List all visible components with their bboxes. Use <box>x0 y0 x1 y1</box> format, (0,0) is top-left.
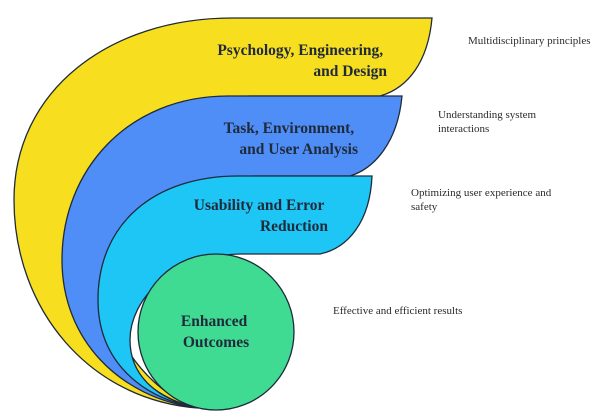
layer-1-label: Psychology, Engineering, and Design <box>217 42 387 80</box>
layer-4-description: Effective and efficient results <box>333 305 462 317</box>
layer-3-shape <box>97 175 373 409</box>
layer-1-description: Multidisciplinary principles <box>468 35 591 47</box>
layer-2-description: Understanding system interactions <box>438 109 539 135</box>
layer-4-circle <box>137 253 295 411</box>
layer-4-label: Enhanced Outcomes <box>181 313 251 351</box>
layer-3-label: Usability and Error Reduction <box>194 197 329 235</box>
layer-3-description: Optimizing user experience and safety <box>411 187 554 213</box>
layer-2-label: Task, Environment, and User Analysis <box>224 120 358 158</box>
